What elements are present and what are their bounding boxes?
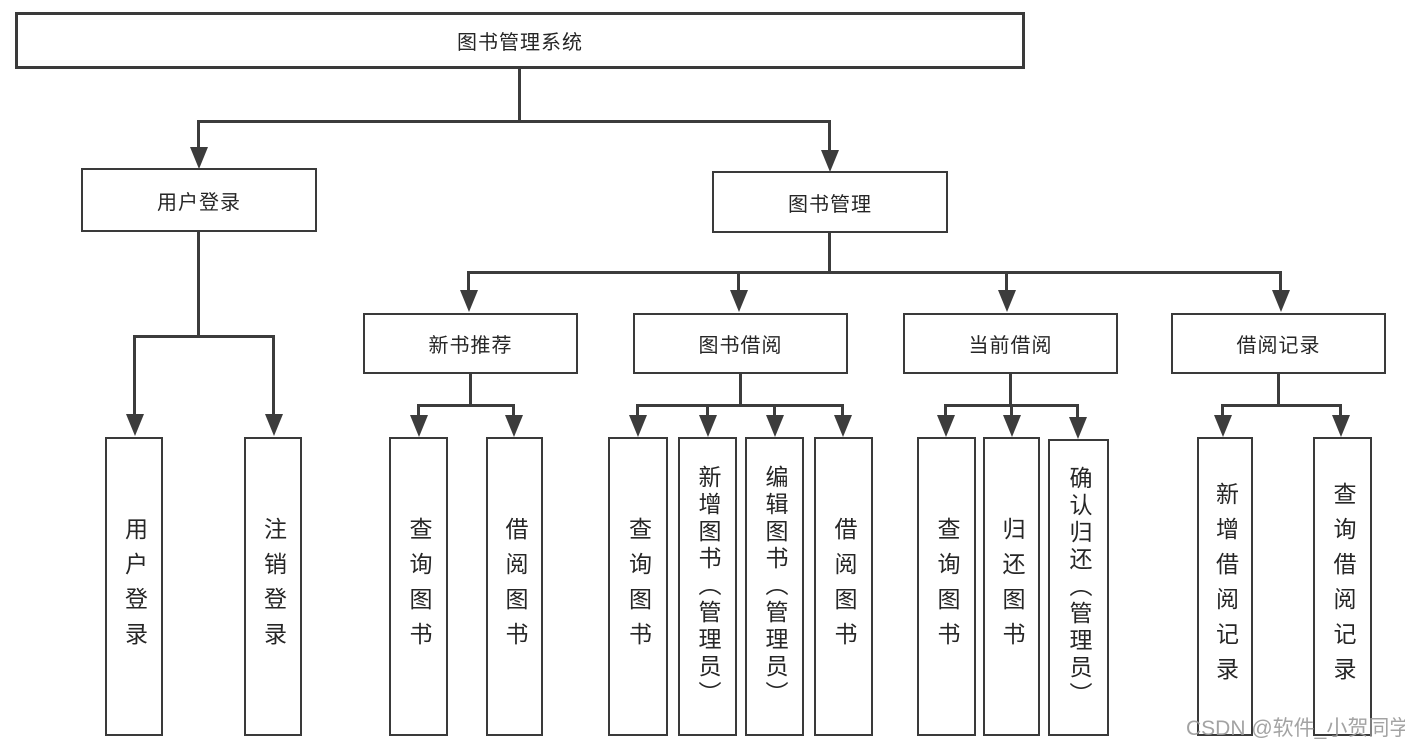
connector-line: [272, 335, 275, 417]
connector-line: [469, 374, 472, 407]
connector-line: [737, 271, 740, 293]
connector-line: [133, 335, 275, 338]
connector-arrow: [766, 415, 784, 437]
node-book-borrowing-label: 图书借阅: [698, 335, 783, 357]
node-cb-query-books: 查询图书: [917, 437, 976, 736]
connector-line: [739, 374, 742, 407]
connector-arrow: [937, 415, 955, 437]
node-bb-edit-books-admin: 编辑图书（管理员）: [745, 437, 804, 736]
node-book-management: 图书管理: [712, 171, 948, 233]
node-br-add-record: 新增借阅记录: [1197, 437, 1253, 736]
node-bb-edit-books-admin-label: 编辑图书（管理员）: [762, 465, 788, 708]
connector-line: [1279, 271, 1282, 293]
node-nbr-borrow-books: 借阅图书: [486, 437, 543, 736]
connector-line: [944, 404, 947, 418]
node-bb-query-books-label: 查询图书: [625, 516, 652, 657]
node-logout: 注销登录: [244, 437, 302, 736]
connector-line: [841, 404, 844, 418]
node-br-query-record: 查询借阅记录: [1313, 437, 1372, 736]
connector-line: [1005, 271, 1008, 293]
connector-arrow: [1214, 415, 1232, 437]
connector-line: [197, 120, 200, 152]
connector-line: [512, 404, 515, 418]
node-borrowing-records: 借阅记录: [1171, 313, 1386, 374]
connector-arrow: [730, 290, 748, 312]
connector-line: [706, 404, 709, 418]
node-nbr-query-books-label: 查询图书: [406, 516, 432, 657]
node-current-borrowing: 当前借阅: [903, 313, 1118, 374]
connector-arrow: [699, 415, 717, 437]
connector-line: [636, 404, 639, 418]
connector-line: [417, 404, 515, 407]
connector-line: [1009, 374, 1012, 407]
node-user-login-action-label: 用户登录: [121, 516, 148, 657]
node-book-management-label: 图书管理: [788, 193, 872, 216]
connector-line: [636, 404, 844, 407]
node-root: 图书管理系统: [15, 12, 1025, 69]
node-nbr-query-books: 查询图书: [389, 437, 448, 736]
node-user-login-label: 用户登录: [157, 191, 241, 214]
connector-line: [1010, 404, 1013, 418]
node-cb-query-books-label: 查询图书: [934, 516, 960, 657]
connector-line: [417, 404, 420, 418]
node-new-book-recommend: 新书推荐: [363, 313, 578, 374]
connector-line: [1221, 404, 1224, 418]
connector-line: [828, 233, 831, 274]
connector-line: [197, 232, 200, 338]
connector-arrow: [1069, 417, 1087, 439]
node-new-book-recommend-label: 新书推荐: [428, 335, 513, 357]
connector-arrow: [1272, 290, 1290, 312]
connector-line: [1277, 374, 1280, 407]
connector-arrow: [998, 290, 1016, 312]
connector-line: [133, 335, 136, 417]
connector-line: [467, 271, 470, 293]
connector-arrow: [410, 415, 428, 437]
connector-arrow: [505, 415, 523, 437]
node-bb-query-books: 查询图书: [608, 437, 668, 736]
node-root-label: 图书管理系统: [457, 32, 583, 54]
node-bb-add-books-admin: 新增图书（管理员）: [678, 437, 737, 736]
node-bb-borrow-books-label: 借阅图书: [831, 516, 857, 657]
node-borrowing-records-label: 借阅记录: [1236, 335, 1321, 357]
node-current-borrowing-label: 当前借阅: [968, 335, 1053, 357]
node-br-query-record-label: 查询借阅记录: [1330, 481, 1356, 692]
connector-line: [518, 68, 521, 123]
connector-arrow: [1003, 415, 1021, 437]
node-bb-add-books-admin-label: 新增图书（管理员）: [695, 465, 721, 708]
connector-line: [1339, 404, 1342, 418]
connector-arrow: [629, 415, 647, 437]
connector-line: [828, 120, 831, 153]
node-nbr-borrow-books-label: 借阅图书: [502, 516, 528, 657]
connector-line: [1221, 404, 1342, 407]
connector-arrow: [821, 150, 839, 172]
node-user-login-action: 用户登录: [105, 437, 163, 736]
watermark: CSDN @软件_小贺同学: [1186, 717, 1405, 740]
connector-line: [467, 271, 1282, 274]
node-bb-borrow-books: 借阅图书: [814, 437, 873, 736]
node-logout-label: 注销登录: [260, 516, 287, 657]
connector-arrow: [126, 414, 144, 436]
connector-arrow: [834, 415, 852, 437]
node-cb-return-books: 归还图书: [983, 437, 1040, 736]
node-user-login: 用户登录: [81, 168, 317, 232]
node-book-borrowing: 图书借阅: [633, 313, 848, 374]
connector-arrow: [190, 147, 208, 169]
node-cb-return-books-label: 归还图书: [999, 516, 1025, 657]
connector-line: [1076, 404, 1079, 418]
node-cb-confirm-return-admin: 确认归还（管理员）: [1048, 439, 1109, 736]
connector-arrow: [265, 414, 283, 436]
connector-line: [773, 404, 776, 418]
connector-line: [197, 120, 831, 123]
connector-arrow: [460, 290, 478, 312]
node-br-add-record-label: 新增借阅记录: [1212, 481, 1239, 692]
connector-arrow: [1332, 415, 1350, 437]
node-cb-confirm-return-admin-label: 确认归还（管理员）: [1066, 466, 1092, 709]
